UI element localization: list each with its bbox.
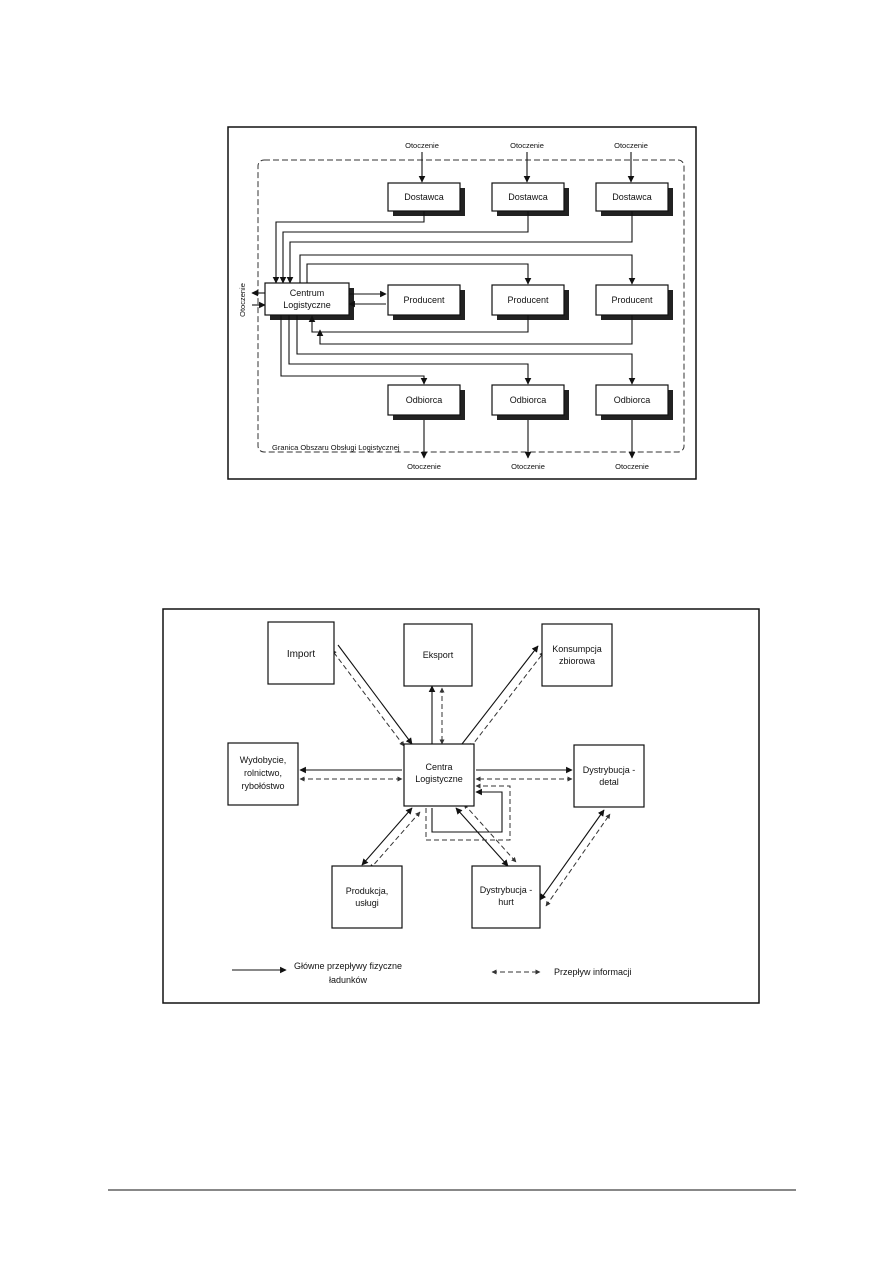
receiver-box-3 [595, 384, 669, 416]
flow-center-producer2 [306, 263, 532, 285]
supplier-label-2: Dostawca [508, 192, 548, 202]
environment-label-bottom-3: Otoczenie [615, 462, 649, 471]
flow-producer3-center [316, 315, 633, 345]
info-center-production [369, 811, 421, 870]
boundary-label: Granica Obszaru Obsługi Logistycznej [272, 443, 400, 452]
receiver-label-2: Odbiorca [510, 395, 547, 405]
extraction-label-line3: rybołóstwo [241, 781, 284, 791]
flow-supplier1-center [272, 211, 425, 284]
flow-producer2-center [308, 315, 529, 333]
info-center-wholesale [463, 803, 517, 863]
legend-physical-line2: ładunków [329, 975, 368, 985]
supplier-label-1: Dostawca [404, 192, 444, 202]
info-wholesale-retail [545, 813, 611, 907]
environment-label-bottom-2: Otoczenie [511, 462, 545, 471]
flow-center-receiver2 [288, 315, 532, 385]
flow-center-receiver1 [280, 315, 428, 385]
extraction-label-line1: Wydobycie, [240, 755, 286, 765]
supplier-label-3: Dostawca [612, 192, 652, 202]
retail-label-line2: detal [599, 777, 619, 787]
consumption-label-line2: zbiorowa [559, 656, 595, 666]
logistics-centers-box [403, 743, 475, 807]
environment-label-top-1: Otoczenie [405, 141, 439, 150]
environment-label-left: Otoczenie [238, 283, 247, 317]
import-label: Import [287, 649, 316, 660]
environment-label-top-3: Otoczenie [614, 141, 648, 150]
producer-label-2: Producent [507, 295, 549, 305]
environment-label-bottom-1: Otoczenie [407, 462, 441, 471]
flow-center-producer3 [299, 254, 636, 285]
supplier-box-3 [595, 182, 669, 212]
production-label-line1: Produkcja, [346, 886, 389, 896]
flow-supplier2-center [279, 211, 529, 284]
receiver-label-3: Odbiorca [614, 395, 651, 405]
flow-center-production [361, 807, 413, 866]
flow-import-center [337, 644, 413, 745]
export-box [403, 623, 473, 687]
info-center-consumption [469, 651, 545, 749]
producer-box-1 [387, 284, 461, 316]
receiver-box-1 [387, 384, 461, 416]
legend-physical-line1: Główne przepływy fizyczne [294, 961, 402, 971]
consumption-label-line1: Konsumpcja [552, 644, 602, 654]
production-label-line2: usługi [355, 898, 379, 908]
extraction-label-line2: rolnictwo, [244, 768, 282, 778]
center-label-line1: Centrum [290, 288, 325, 298]
receiver-box-2 [491, 384, 565, 416]
centers-label-line1: Centra [425, 762, 452, 772]
service-area-boundary [257, 159, 685, 453]
environment-label-top-2: Otoczenie [510, 141, 544, 150]
receiver-label-1: Odbiorca [406, 395, 443, 405]
info-import-center [331, 649, 405, 747]
center-label-line2: Logistyczne [283, 300, 331, 310]
diagram-logistics-center-area: Otoczenie Otoczenie Otoczenie Dostawca D… [227, 126, 697, 480]
extraction-box [227, 742, 299, 806]
import-box [267, 621, 335, 685]
retail-box [573, 744, 645, 808]
export-label: Eksport [423, 650, 454, 660]
info-center-loop [425, 783, 511, 841]
retail-label-line1: Dystrybucja - [583, 765, 636, 775]
wholesale-box [471, 865, 541, 929]
logistics-center-box [264, 282, 350, 316]
wholesale-label-line1: Dystrybucja - [480, 885, 533, 895]
flow-supplier3-center [286, 211, 633, 284]
flow-center-consumption [461, 645, 539, 745]
wholesale-label-line2: hurt [498, 897, 514, 907]
legend-info-label: Przepływ informacji [554, 967, 632, 977]
production-box [331, 865, 403, 929]
producer-label-1: Producent [403, 295, 445, 305]
diagram-logistics-centers-network: Import Eksport Konsumpcja zbiorowa Wydob… [162, 608, 760, 1004]
producer-box-2 [491, 284, 565, 316]
flow-center-loop [431, 788, 503, 833]
flow-center-wholesale [455, 807, 509, 867]
supplier-box-2 [491, 182, 565, 212]
flow-center-receiver3 [296, 315, 636, 385]
producer-label-3: Producent [611, 295, 653, 305]
diagram1-frame [227, 126, 697, 480]
consumption-box [541, 623, 613, 687]
diagram2-frame [162, 608, 760, 1004]
flow-wholesale-retail [539, 809, 605, 901]
producer-box-3 [595, 284, 669, 316]
centers-label-line2: Logistyczne [415, 774, 463, 784]
